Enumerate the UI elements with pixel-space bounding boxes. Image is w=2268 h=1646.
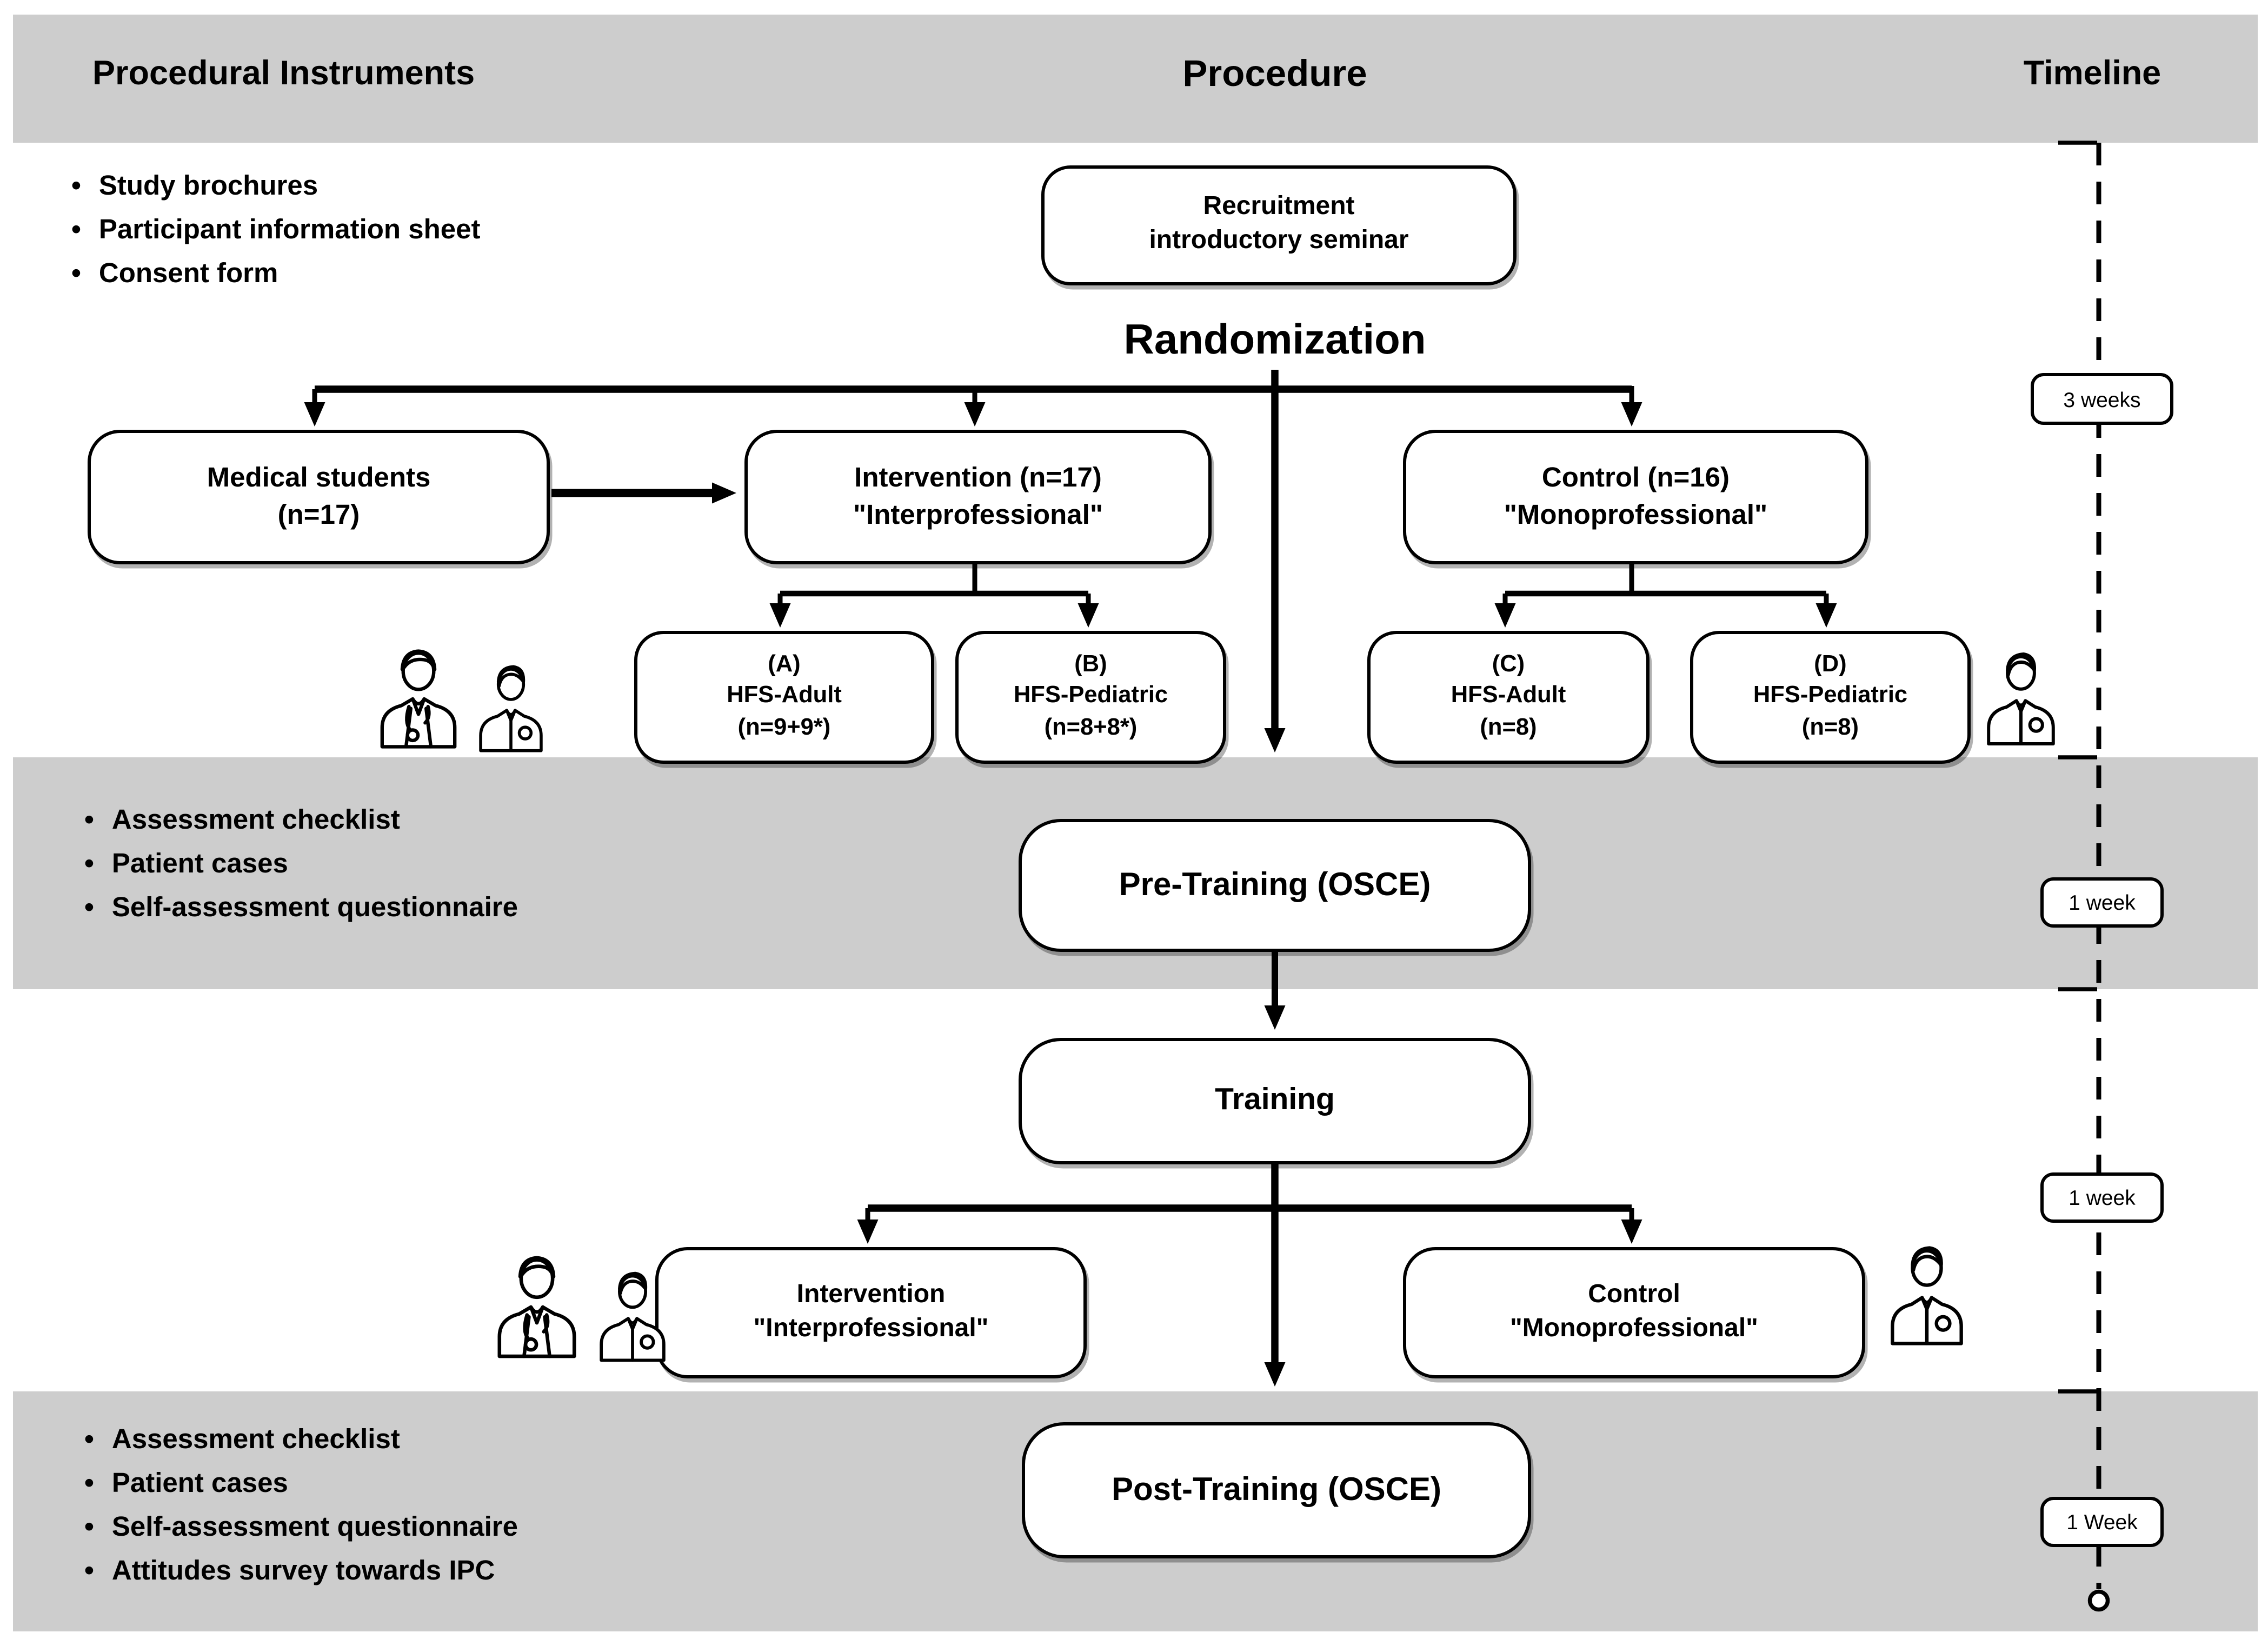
nurse-icon [1976, 649, 2066, 749]
recruitment-box: Recruitment introductory seminar [1041, 165, 1517, 285]
timeline-label-1-week-training: 1 week [2040, 1172, 2164, 1223]
timeline-label-1-week-post: 1 Week [2040, 1497, 2164, 1547]
randomization-label: Randomization [1123, 315, 1426, 363]
nurse-icon [467, 662, 555, 756]
post-training-instruments-list: •Assessment checklist •Patient cases •Se… [84, 1424, 518, 1599]
recruitment-instruments-list: •Study brochures •Participant informatio… [71, 170, 480, 302]
list-item: •Assessment checklist [84, 804, 518, 837]
nurse-icon [1878, 1242, 1976, 1349]
list-item: •Assessment checklist [84, 1424, 518, 1456]
column-header-procedure: Procedure [1182, 52, 1367, 94]
bullet-icon: • [84, 892, 94, 923]
subgroup-c-box: (C) HFS-Adult (n=8) [1367, 631, 1650, 764]
bullet-icon: • [71, 214, 81, 245]
bullet-icon: • [84, 1511, 94, 1542]
timeline-label-1-week-pre: 1 week [2040, 877, 2164, 928]
control-training-box: Control "Monoprofessional" [1403, 1247, 1865, 1378]
bullet-icon: • [71, 258, 81, 289]
list-item: •Participant information sheet [71, 214, 480, 246]
control-group-box: Control (n=16) "Monoprofessional" [1403, 430, 1868, 564]
list-item: •Patient cases [84, 1468, 518, 1500]
post-training-box: Post-Training (OSCE) [1022, 1422, 1531, 1558]
list-item: •Consent form [71, 258, 480, 290]
bullet-icon: • [84, 1468, 94, 1498]
bullet-icon: • [84, 1555, 94, 1586]
column-header-timeline: Timeline [2023, 55, 2161, 92]
subgroup-d-box: (D) HFS-Pediatric (n=8) [1690, 631, 1971, 764]
training-box: Training [1019, 1038, 1531, 1164]
bullet-icon: • [84, 848, 94, 879]
header-band [13, 15, 2258, 143]
subgroup-b-box: (B) HFS-Pediatric (n=8+8*) [955, 631, 1226, 764]
pre-training-box: Pre-Training (OSCE) [1019, 819, 1531, 952]
doctor-icon [370, 645, 467, 752]
intervention-group-box: Intervention (n=17) "Interprofessional" [744, 430, 1212, 564]
list-item: •Patient cases [84, 848, 518, 881]
bullet-icon: • [84, 804, 94, 835]
list-item: •Study brochures [71, 170, 480, 203]
list-item: •Self-assessment questionnaire [84, 892, 518, 924]
timeline-label-3-weeks: 3 weeks [2031, 373, 2173, 425]
nurse-icon [587, 1268, 678, 1365]
doctor-icon [487, 1252, 587, 1362]
medical-students-box: Medical students (n=17) [88, 430, 550, 564]
bullet-icon: • [71, 170, 81, 201]
bullet-icon: • [84, 1424, 94, 1455]
subgroup-a-box: (A) HFS-Adult (n=9+9*) [634, 631, 934, 764]
list-item: •Attitudes survey towards IPC [84, 1555, 518, 1588]
list-item: •Self-assessment questionnaire [84, 1511, 518, 1544]
column-header-procedural-instruments: Procedural Instruments [92, 55, 475, 92]
pre-training-instruments-list: •Assessment checklist •Patient cases •Se… [84, 804, 518, 936]
intervention-training-box: Intervention "Interprofessional" [655, 1247, 1087, 1378]
